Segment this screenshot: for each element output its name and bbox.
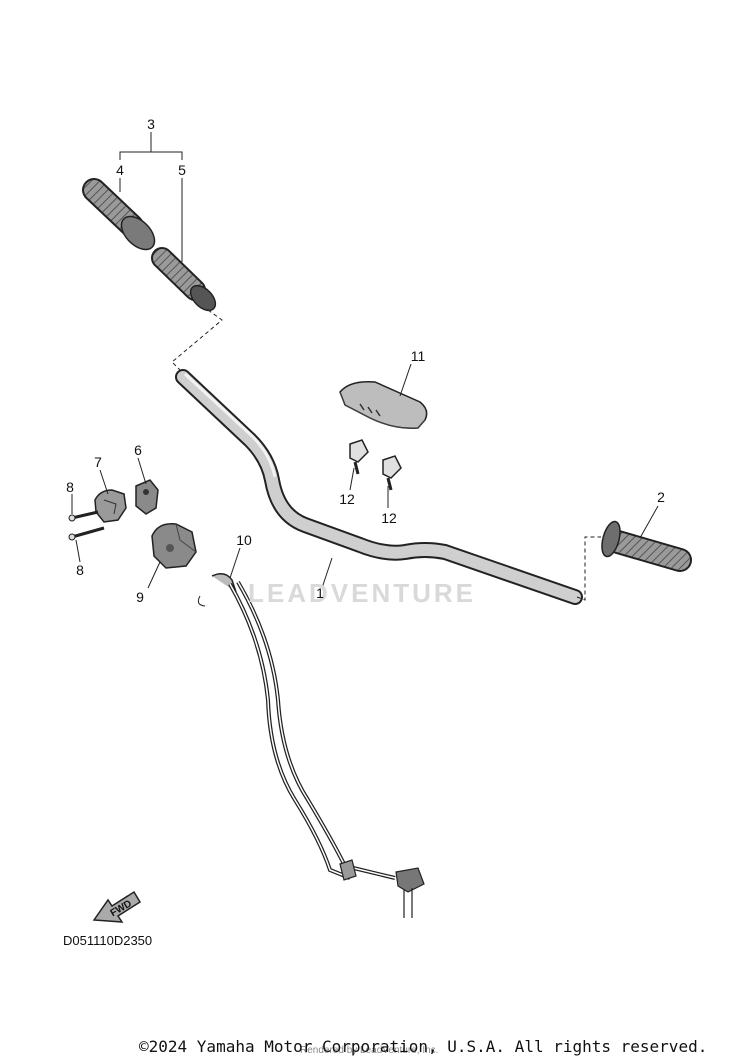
callout-6: 6 xyxy=(134,442,142,458)
throttle-housing-part-9[interactable] xyxy=(151,523,197,569)
leader-dashed-grip-to-bar xyxy=(171,309,223,373)
bracket-part-7[interactable] xyxy=(94,489,127,523)
callout-8-lower: 8 xyxy=(76,562,84,578)
grip-part-5[interactable] xyxy=(151,247,220,315)
callout-3: 3 xyxy=(147,116,155,132)
callout-2: 2 xyxy=(657,489,665,505)
copyright-text: ©2024 Yamaha Motor Corporation, U.S.A. A… xyxy=(139,1037,708,1056)
callout-4: 4 xyxy=(116,162,124,178)
callout-12-right: 12 xyxy=(381,510,397,526)
fwd-arrow-icon: FWD xyxy=(92,890,142,923)
leader-dashed-grip2-to-bar xyxy=(576,536,601,601)
holder-part-11[interactable] xyxy=(339,380,428,430)
throttle-cable-part-10[interactable] xyxy=(197,573,425,918)
callout-8-upper: 8 xyxy=(66,479,74,495)
watermark: LEADVENTURE xyxy=(248,578,477,608)
callout-10: 10 xyxy=(236,532,252,548)
fwd-label: FWD xyxy=(109,898,134,919)
bolt-part-12a[interactable] xyxy=(349,439,369,475)
bolt-part-12b[interactable] xyxy=(382,455,402,491)
callout-1: 1 xyxy=(316,585,324,601)
screw-part-8b[interactable] xyxy=(68,526,105,541)
callout-leader-lines xyxy=(71,132,659,589)
diagram-code: D051110D2350 xyxy=(63,933,153,948)
screw-part-8a[interactable] xyxy=(68,510,99,522)
grip-part-2[interactable] xyxy=(599,520,692,572)
callout-7: 7 xyxy=(94,454,102,470)
grip-part-4[interactable] xyxy=(82,178,161,256)
switch-part-6[interactable] xyxy=(135,479,159,515)
rendered-by-text: Rendered by LeadVenture, Inc. xyxy=(300,1045,439,1056)
callout-5: 5 xyxy=(178,162,186,178)
callout-12-left: 12 xyxy=(339,491,355,507)
callout-11: 11 xyxy=(410,348,426,364)
handlebar-part[interactable] xyxy=(175,369,583,605)
callout-9: 9 xyxy=(136,589,144,605)
